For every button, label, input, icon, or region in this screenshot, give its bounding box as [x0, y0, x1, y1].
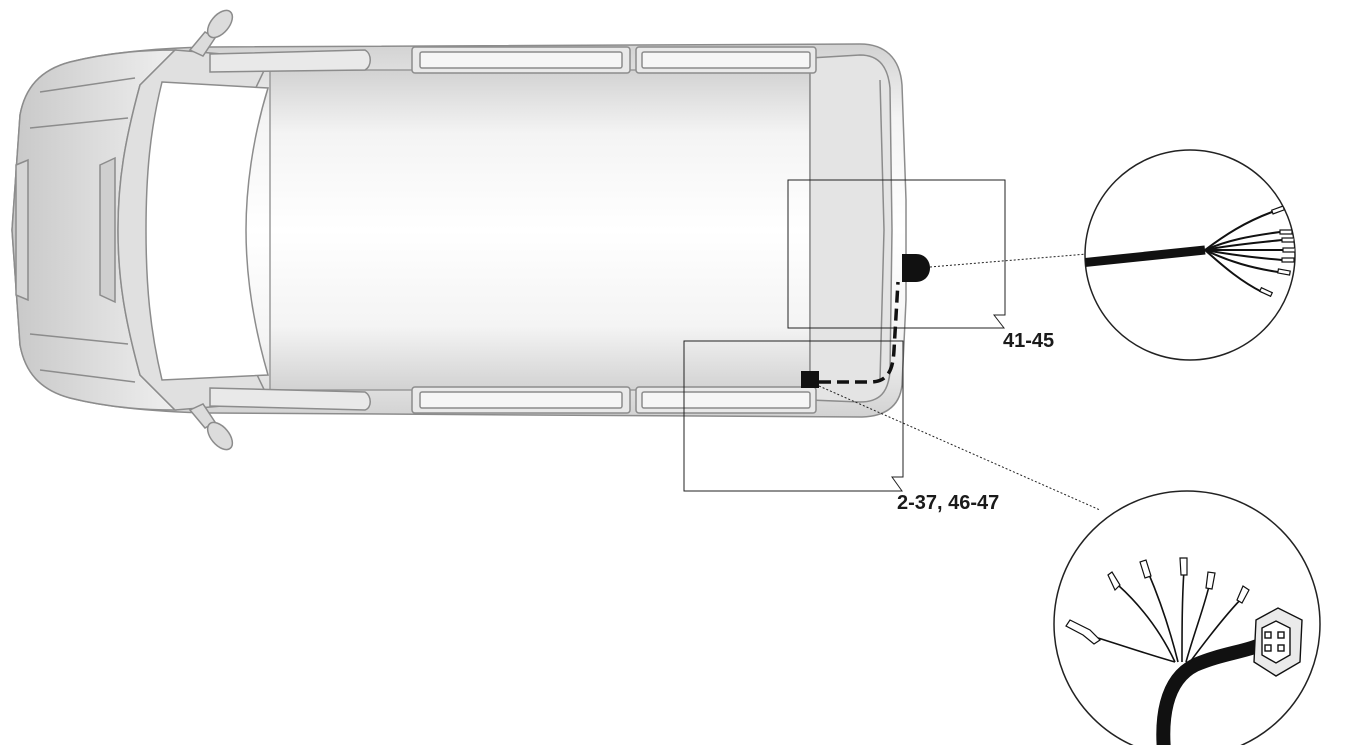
- leader-line-side: [818, 385, 1101, 511]
- callout-frame-rear: [787, 179, 1006, 329]
- hood-line-top: [29, 117, 129, 129]
- cable-bundle-icon: [1085, 205, 1295, 298]
- side-window-bottom-1-inner: [419, 391, 623, 409]
- detail-circle-cable-bundle: [1084, 149, 1296, 361]
- side-window-top-2-inner: [641, 51, 811, 69]
- hood-vent: [99, 156, 116, 304]
- front-door-window-top: [209, 49, 371, 73]
- tow-bar-socket-icon: [902, 254, 930, 282]
- side-window-top-1-inner: [419, 51, 623, 69]
- wiring-harness-connector-icon: [1065, 557, 1303, 745]
- windshield: [145, 81, 269, 381]
- van-roof: [269, 69, 811, 391]
- callout-label-rear: 41-45: [1003, 330, 1054, 352]
- leader-line-rear: [929, 253, 1088, 268]
- van-top-view-icon: [11, 9, 907, 451]
- control-module-icon: [801, 371, 819, 388]
- hood-line-bottom: [29, 333, 129, 345]
- mirror-right-icon: [188, 403, 234, 451]
- hood-crease-bottom: [39, 369, 136, 383]
- rear-roof-section: [809, 54, 893, 403]
- detail-circle-harness: [1053, 490, 1321, 745]
- callout-label-side: 2-37, 46-47: [897, 492, 999, 514]
- hood-crease-top: [39, 77, 136, 93]
- wire-terminals: [1065, 557, 1250, 645]
- rear-edge-line: [879, 79, 885, 381]
- callout-frame-side: [683, 340, 904, 492]
- side-window-bottom-2-inner: [641, 391, 811, 409]
- mirror-left-icon: [188, 9, 234, 57]
- cable-route: [819, 281, 900, 384]
- multi-pin-connector: [1253, 607, 1303, 677]
- front-door-window-bottom: [209, 387, 371, 411]
- grille-left: [15, 158, 29, 302]
- wire-terminals: [1258, 205, 1295, 298]
